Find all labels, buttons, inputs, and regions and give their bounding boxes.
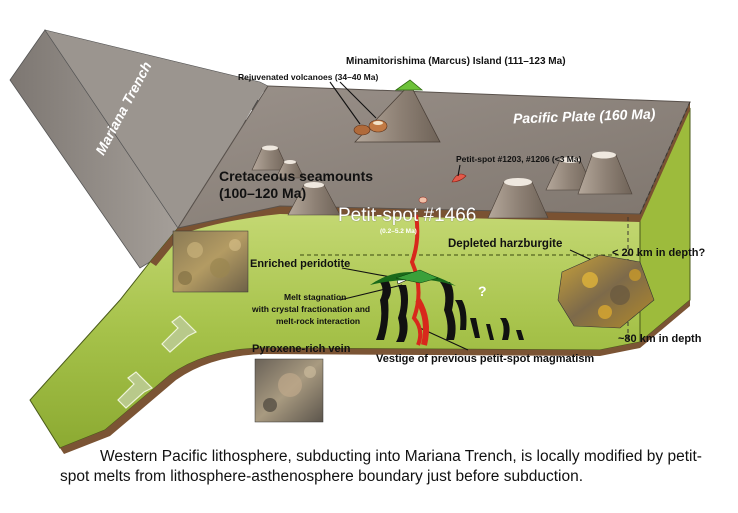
label-petit-spot-1466: Petit-spot #1466 (338, 205, 477, 226)
rejuvenated-volcano (353, 124, 371, 136)
seamounts (251, 79, 633, 219)
label-cretaceous-seamounts: Cretaceous seamounts (219, 168, 374, 184)
figure-caption: Western Pacific lithosphere, subducting … (60, 448, 702, 485)
label-petit-spot-1203: Petit-spot #1203, #1206 (<3 Ma) (456, 154, 582, 164)
label-melt-stagnation: Melt stagnation (284, 292, 347, 302)
label-depth-80km: ~80 km in depth (618, 333, 702, 345)
label-pyroxene-vein: Pyroxene-rich vein (252, 343, 351, 355)
subduction-arrows (117, 315, 198, 409)
rock-photo-pyroxene-vein (254, 358, 324, 423)
arrow-down-left-icon (161, 315, 198, 353)
label-vestige: Vestige of previous petit-spot magmatism (376, 353, 595, 365)
label-question-mark: ? (478, 283, 487, 299)
rock-photo-depleted-harzburgite (557, 254, 655, 329)
label-petit-spot-1466-age: (0.2–5.2 Ma) (380, 228, 417, 235)
label-depth-20km: < 20 km in depth? (612, 247, 706, 259)
label-minamitorishima: Minamitorishima (Marcus) Island (111–123… (346, 56, 566, 67)
label-cretaceous-seamounts-age: (100–120 Ma) (219, 185, 307, 201)
label-melt-stagnation-2: with crystal fractionation and (252, 304, 371, 314)
label-enriched-peridotite: Enriched peridotite (250, 258, 351, 270)
oceanic-crust (150, 102, 690, 266)
melt-network (370, 214, 524, 346)
leader-lines (329, 81, 597, 351)
label-depleted-harzburgite: Depleted harzburgite (448, 238, 563, 250)
arrow-down-left-icon (117, 371, 154, 409)
petit-spot-1203-marker (451, 173, 467, 183)
petit-spot-1466-marker (418, 196, 428, 204)
label-melt-stagnation-3: melt-rock interaction (276, 316, 361, 326)
label-rejuvenated-volcanoes: Rejuvenated volcanoes (34–40 Ma) (238, 72, 379, 82)
rock-photo-enriched-peridotite (172, 230, 249, 293)
